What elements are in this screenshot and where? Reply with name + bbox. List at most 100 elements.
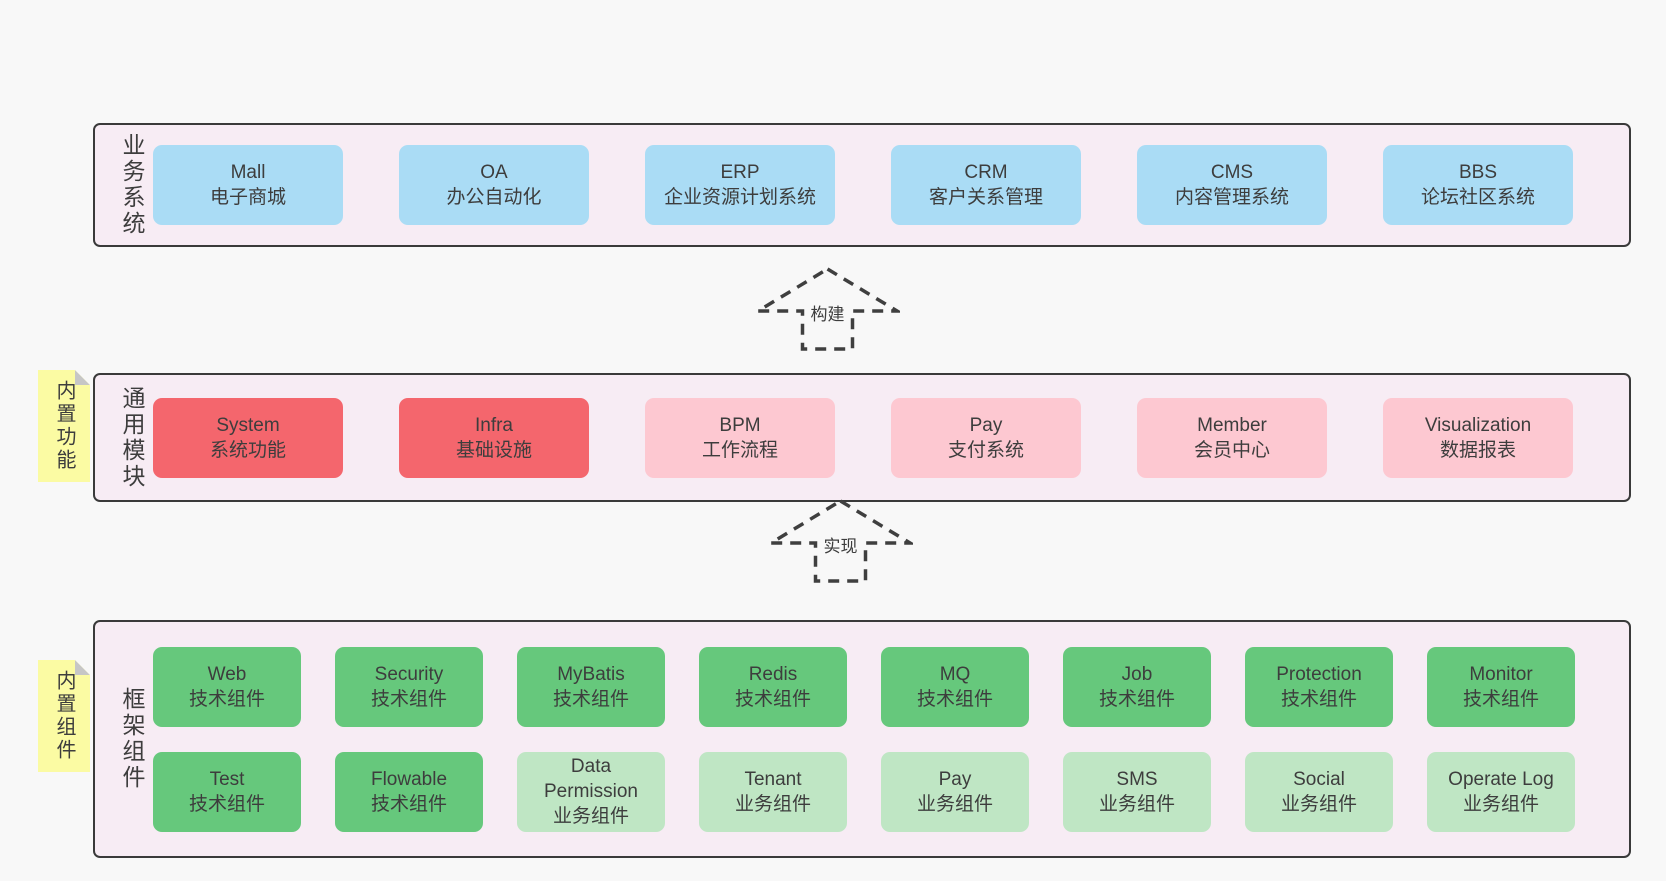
- module-subtitle: 会员中心: [1193, 439, 1270, 461]
- module-box-visualization: Visualization 数据报表: [1383, 397, 1573, 478]
- module-box-cms: CMS 内容管理系统: [1137, 145, 1327, 225]
- band-framework-components-label: 框架组件: [119, 687, 145, 791]
- module-box-protection: Protection 技术组件: [1245, 646, 1393, 727]
- module-subtitle: 支付系统: [947, 439, 1024, 461]
- module-name: BPM: [719, 414, 761, 436]
- module-box-system: System 系统功能: [153, 397, 343, 478]
- module-subtitle: 技术组件: [370, 688, 447, 710]
- module-name: Tenant: [744, 768, 802, 790]
- module-box-test: Test 技术组件: [153, 751, 301, 832]
- module-name: Job: [1121, 663, 1153, 685]
- band-business-systems-label: 业务系统: [119, 133, 145, 237]
- module-subtitle: 技术组件: [370, 793, 447, 815]
- module-name: Monitor: [1469, 663, 1533, 685]
- module-name: System: [216, 414, 280, 436]
- module-name: Visualization: [1424, 414, 1532, 436]
- common-modules-boxes: System 系统功能 Infra 基础设施 BPM 工作流程 Pay 支付系统…: [153, 397, 1573, 478]
- band-common-modules: 通用模块 System 系统功能 Infra 基础设施 BPM 工作流程 Pay…: [93, 373, 1631, 502]
- module-name: BBS: [1458, 162, 1498, 183]
- sticky-note-built-in-features: 内置功能: [38, 370, 90, 482]
- module-box-oa: OA 办公自动化: [399, 145, 589, 225]
- framework-components-row-2: Test 技术组件 Flowable 技术组件 Data Permission …: [153, 751, 1575, 832]
- module-box-pay: Pay 支付系统: [891, 397, 1081, 478]
- module-name: Infra: [474, 414, 514, 436]
- up-arrow-dashed-icon: [755, 266, 900, 351]
- module-box-tenant: Tenant 业务组件: [699, 751, 847, 832]
- module-box-sms: SMS 业务组件: [1063, 751, 1211, 832]
- module-box-mall: Mall 电子商城: [153, 145, 343, 225]
- module-name: CRM: [964, 162, 1008, 183]
- module-box-mybatis: MyBatis 技术组件: [517, 646, 665, 727]
- module-name: Redis: [748, 663, 798, 685]
- module-box-pay-business: Pay 业务组件: [881, 751, 1029, 832]
- module-subtitle: 工作流程: [701, 439, 778, 461]
- module-box-bpm: BPM 工作流程: [645, 397, 835, 478]
- module-subtitle: 办公自动化: [446, 187, 542, 208]
- module-name: Pay: [969, 414, 1003, 436]
- module-box-data-permission: Data Permission 业务组件: [517, 751, 665, 832]
- module-subtitle: 电子商城: [209, 187, 286, 208]
- module-box-job: Job 技术组件: [1063, 646, 1211, 727]
- arrow-implement-label: 实现: [820, 532, 861, 557]
- module-box-flowable: Flowable 技术组件: [335, 751, 483, 832]
- module-subtitle: 技术组件: [734, 688, 811, 710]
- sticky-note-built-in-components: 内置组件: [38, 660, 90, 772]
- module-name: Web: [207, 663, 247, 685]
- module-subtitle: 业务组件: [916, 793, 993, 815]
- module-subtitle: 技术组件: [1462, 688, 1539, 710]
- module-name: Member: [1197, 414, 1267, 436]
- module-subtitle: 业务组件: [1462, 793, 1539, 815]
- up-arrow-dashed-icon: [768, 498, 913, 583]
- module-subtitle: 内容管理系统: [1174, 187, 1289, 208]
- framework-components-row-1: Web 技术组件 Security 技术组件 MyBatis 技术组件 Redi…: [153, 646, 1575, 727]
- band-framework-components: 框架组件 Web 技术组件 Security 技术组件 MyBatis 技术组件…: [93, 620, 1631, 858]
- module-subtitle: 数据报表: [1439, 439, 1516, 461]
- arrow-implement: 实现: [768, 498, 913, 584]
- framework-components-rows: Web 技术组件 Security 技术组件 MyBatis 技术组件 Redi…: [153, 646, 1575, 832]
- module-box-social: Social 业务组件: [1245, 751, 1393, 832]
- module-subtitle: 企业资源计划系统: [663, 187, 816, 208]
- business-systems-boxes: Mall 电子商城 OA 办公自动化 ERP 企业资源计划系统 CRM 客户关系…: [153, 145, 1573, 225]
- module-box-web: Web 技术组件: [153, 646, 301, 727]
- module-subtitle: 技术组件: [188, 793, 265, 815]
- module-name: Social: [1293, 768, 1345, 790]
- module-subtitle: 技术组件: [188, 688, 265, 710]
- arrow-build-label: 构建: [807, 300, 848, 325]
- band-business-systems: 业务系统 Mall 电子商城 OA 办公自动化 ERP 企业资源计划系统 CRM…: [93, 123, 1631, 247]
- module-box-bbs: BBS 论坛社区系统: [1383, 145, 1573, 225]
- module-subtitle: 技术组件: [1280, 688, 1357, 710]
- module-name: Operate Log: [1448, 768, 1554, 790]
- module-name: MQ: [939, 663, 971, 685]
- folded-corner-icon: [75, 370, 90, 385]
- sticky-note-text: 内置组件: [53, 670, 75, 762]
- module-box-mq: MQ 技术组件: [881, 646, 1029, 727]
- module-subtitle: 业务组件: [1280, 793, 1357, 815]
- module-box-member: Member 会员中心: [1137, 397, 1327, 478]
- module-subtitle: 客户关系管理: [928, 187, 1043, 208]
- module-box-operate-log: Operate Log 业务组件: [1427, 751, 1575, 832]
- module-box-security: Security 技术组件: [335, 646, 483, 727]
- module-name: Mall: [230, 162, 266, 183]
- folded-corner-icon: [75, 660, 90, 675]
- module-name: CMS: [1210, 162, 1254, 183]
- module-subtitle: 技术组件: [552, 688, 629, 710]
- arrow-build: 构建: [755, 266, 900, 352]
- sticky-note-text: 内置功能: [53, 380, 75, 472]
- module-box-crm: CRM 客户关系管理: [891, 145, 1081, 225]
- module-name: Data Permission: [544, 756, 638, 802]
- module-subtitle: 基础设施: [455, 439, 532, 461]
- module-subtitle: 业务组件: [1098, 793, 1175, 815]
- module-name: ERP: [720, 162, 760, 183]
- module-subtitle: 业务组件: [734, 793, 811, 815]
- module-name: MyBatis: [557, 663, 625, 685]
- module-box-erp: ERP 企业资源计划系统: [645, 145, 835, 225]
- module-name: Protection: [1276, 663, 1362, 685]
- module-box-monitor: Monitor 技术组件: [1427, 646, 1575, 727]
- module-box-redis: Redis 技术组件: [699, 646, 847, 727]
- module-name: SMS: [1116, 768, 1158, 790]
- module-subtitle: 业务组件: [552, 806, 629, 827]
- band-common-modules-label: 通用模块: [119, 385, 145, 490]
- module-subtitle: 技术组件: [1098, 688, 1175, 710]
- module-subtitle: 技术组件: [916, 688, 993, 710]
